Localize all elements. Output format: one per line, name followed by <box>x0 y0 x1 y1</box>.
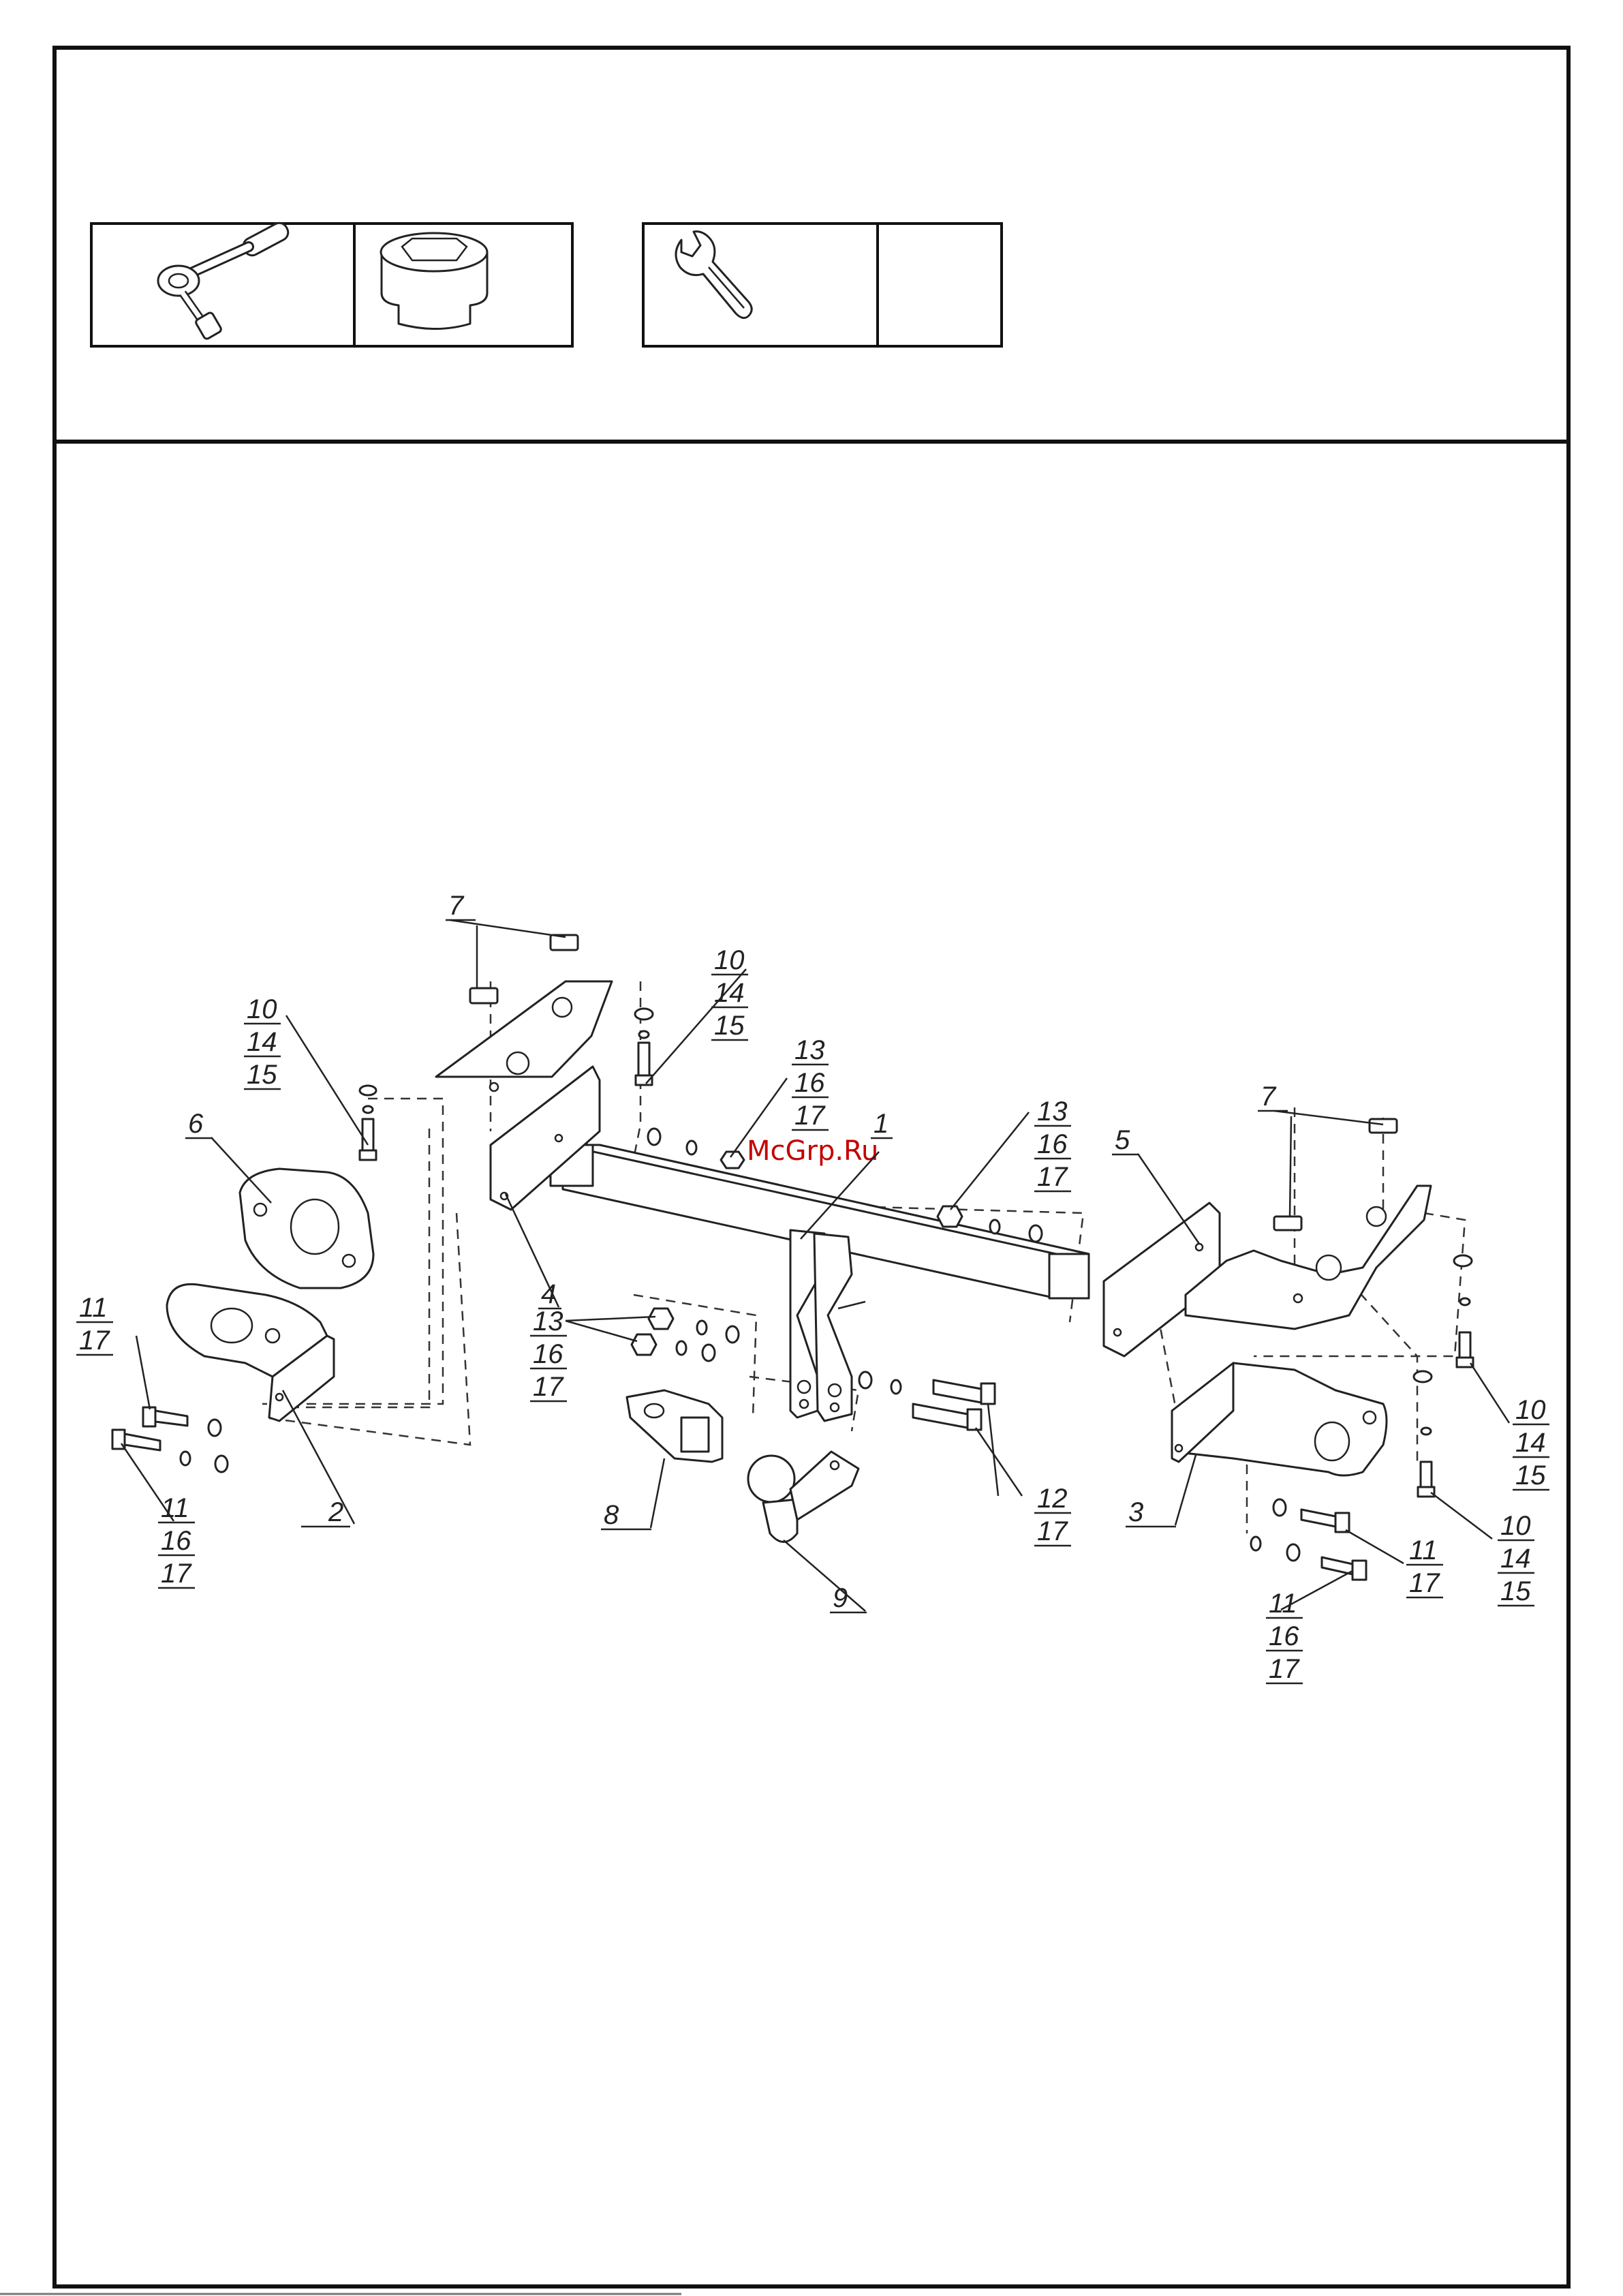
svg-text:17: 17 <box>1409 1568 1440 1598</box>
svg-text:16: 16 <box>161 1526 191 1556</box>
svg-text:10: 10 <box>247 994 277 1024</box>
part-6-reinforcement-plate <box>240 1169 373 1288</box>
part-8-socket-plate <box>627 1390 722 1462</box>
svg-text:6: 6 <box>188 1109 204 1139</box>
svg-text:10: 10 <box>714 945 745 975</box>
callout-11-16-17-right: 11 16 17 <box>1266 1589 1303 1684</box>
part-1-crossbar <box>551 1145 1089 1421</box>
svg-text:13: 13 <box>533 1306 563 1336</box>
svg-text:17: 17 <box>1269 1654 1300 1684</box>
svg-text:12: 12 <box>1037 1484 1068 1514</box>
callout-13-16-17-center-low: 13 16 17 <box>530 1306 567 1402</box>
svg-text:17: 17 <box>1037 1162 1068 1192</box>
outer-frame <box>55 48 1568 2286</box>
svg-text:10: 10 <box>1500 1511 1531 1541</box>
part-9-towball <box>748 1452 859 1542</box>
svg-text:16: 16 <box>1269 1621 1299 1651</box>
callout-9: 9 <box>830 1583 867 1613</box>
svg-text:10: 10 <box>1515 1395 1546 1425</box>
svg-text:17: 17 <box>161 1559 192 1589</box>
svg-text:4: 4 <box>541 1279 556 1309</box>
svg-text:11: 11 <box>79 1293 108 1323</box>
svg-text:11: 11 <box>1409 1535 1438 1565</box>
callout-12-17: 12 17 <box>1034 1484 1071 1546</box>
tools-table-1 <box>91 220 572 346</box>
svg-text:14: 14 <box>1500 1544 1531 1574</box>
callout-7-left: 7 <box>446 891 476 921</box>
callout-5: 5 <box>1112 1125 1139 1155</box>
callout-10-14-15-right-upper: 10 14 15 <box>1513 1395 1549 1490</box>
svg-text:13: 13 <box>1037 1097 1068 1127</box>
part-2-left-lbracket <box>167 1284 334 1421</box>
svg-text:9: 9 <box>833 1583 848 1613</box>
svg-text:1: 1 <box>874 1109 888 1139</box>
svg-text:3: 3 <box>1128 1497 1143 1527</box>
callout-13-16-17-right: 13 16 17 <box>1034 1097 1071 1192</box>
svg-text:14: 14 <box>1515 1428 1546 1458</box>
svg-text:15: 15 <box>1500 1576 1531 1606</box>
callout-7-right: 7 <box>1258 1082 1288 1112</box>
svg-text:17: 17 <box>533 1372 564 1402</box>
svg-text:11: 11 <box>161 1493 189 1523</box>
svg-text:7: 7 <box>1261 1082 1277 1112</box>
callout-11-17-right: 11 17 <box>1406 1535 1443 1598</box>
callout-10-14-15-left: 10 14 15 <box>244 994 281 1090</box>
callout-3: 3 <box>1126 1497 1176 1527</box>
socket-head-icon <box>381 233 487 329</box>
callout-6: 6 <box>185 1109 213 1139</box>
svg-text:17: 17 <box>1037 1516 1068 1546</box>
part-5-right-bracket <box>1104 1186 1431 1356</box>
callout-13-16-17-center-top: 13 16 17 <box>792 1035 829 1131</box>
callout-11-16-17-left: 11 16 17 <box>158 1493 195 1589</box>
svg-text:13: 13 <box>794 1035 825 1065</box>
tools-table-2 <box>643 224 1002 346</box>
svg-text:14: 14 <box>247 1027 277 1057</box>
svg-text:11: 11 <box>1269 1589 1297 1619</box>
svg-text:15: 15 <box>1515 1460 1546 1490</box>
svg-text:16: 16 <box>794 1068 825 1098</box>
svg-text:17: 17 <box>794 1101 826 1131</box>
svg-text:15: 15 <box>714 1011 745 1041</box>
svg-text:5: 5 <box>1115 1125 1130 1155</box>
svg-text:8: 8 <box>604 1500 619 1530</box>
callout-8: 8 <box>601 1500 651 1530</box>
callout-10-14-15-right-lower: 10 14 15 <box>1498 1511 1534 1606</box>
towbar-exploded-view: 1 2 3 4 5 6 7 <box>76 891 1549 1684</box>
ratchet-wrench-icon <box>158 220 291 340</box>
callout-11-17-left: 11 17 <box>76 1293 113 1356</box>
svg-text:15: 15 <box>247 1060 277 1090</box>
open-end-wrench-icon <box>676 232 752 318</box>
svg-text:17: 17 <box>79 1326 110 1356</box>
svg-text:16: 16 <box>1037 1129 1068 1159</box>
callout-1: 1 <box>871 1109 893 1139</box>
svg-text:14: 14 <box>714 978 745 1008</box>
callout-2: 2 <box>301 1497 350 1527</box>
svg-text:16: 16 <box>533 1339 563 1369</box>
watermark-text: McGrp.Ru <box>747 1135 878 1167</box>
svg-text:7: 7 <box>448 891 465 921</box>
callout-10-14-15-top: 10 14 15 <box>711 945 748 1041</box>
svg-text:2: 2 <box>328 1497 343 1527</box>
part-3-right-lbracket <box>1172 1363 1387 1475</box>
